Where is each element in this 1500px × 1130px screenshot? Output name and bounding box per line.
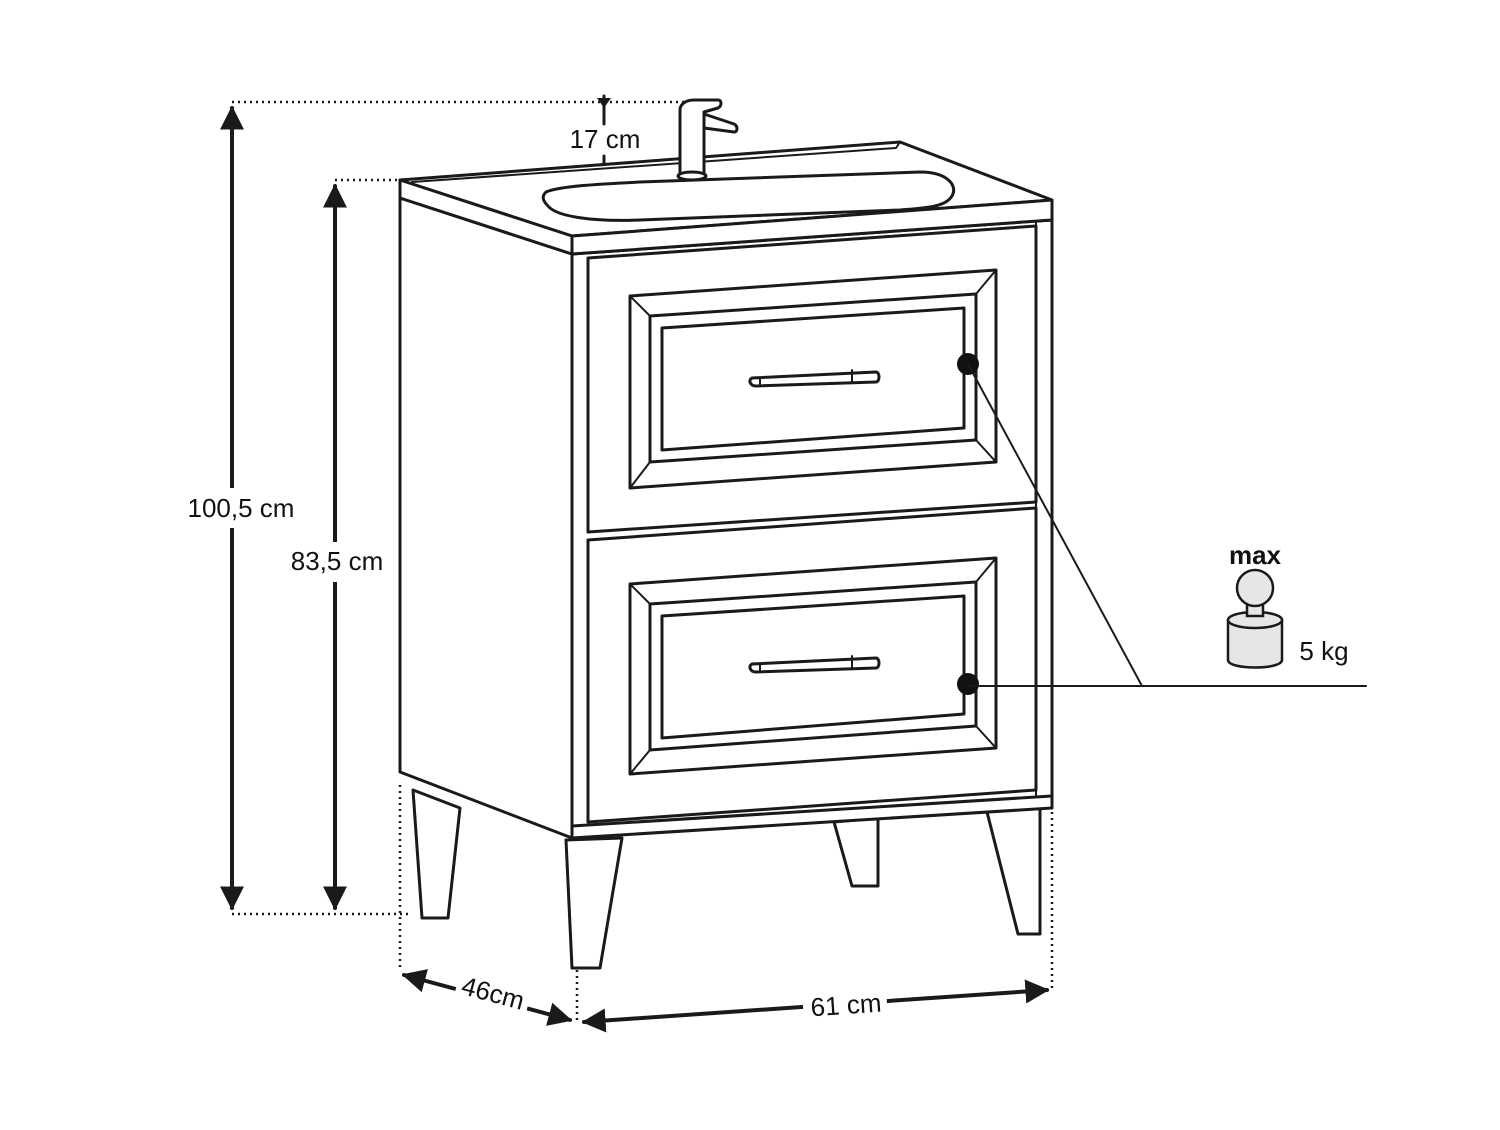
load-point-bottom xyxy=(957,673,979,695)
cabinet-height-label: 83,5 cm xyxy=(291,546,384,576)
load-callout xyxy=(957,353,1367,695)
faucet-icon xyxy=(676,98,739,182)
countertop-basin xyxy=(398,140,1054,256)
top-drawer xyxy=(586,224,1038,534)
depth-dimension: 46cm xyxy=(401,967,573,1026)
max-label: max xyxy=(1229,540,1282,570)
total-height-dimension: 100,5 cm xyxy=(176,105,304,911)
faucet-height-label: 17 cm xyxy=(570,124,641,154)
cabinet-height-dimension: 83,5 cm xyxy=(280,183,392,911)
weight-icon xyxy=(1226,568,1284,669)
max-load-indicator: max 5 kg xyxy=(1226,540,1349,669)
drawer-handle-bottom xyxy=(748,656,881,674)
total-height-label: 100,5 cm xyxy=(188,493,295,523)
bottom-drawer xyxy=(586,506,1038,824)
width-label: 61 cm xyxy=(810,987,883,1022)
max-weight-label: 5 kg xyxy=(1299,636,1348,666)
cabinet-legs xyxy=(411,788,1042,970)
width-dimension: 61 cm xyxy=(581,979,1050,1033)
drawer-handle-top xyxy=(748,370,881,388)
